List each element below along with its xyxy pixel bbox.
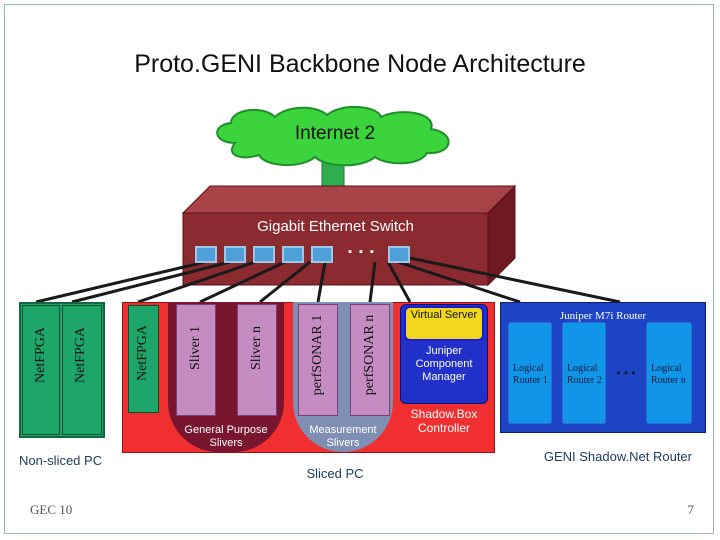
logical-router-box: Logical Router n	[646, 322, 692, 424]
measurement-slivers-caption: Measurement Slivers	[309, 424, 377, 449]
virtual-server-box	[404, 306, 484, 341]
juniper-caption: GENI Shadow.Net Router	[543, 449, 692, 464]
switch-label: Gigabit Ethernet Switch	[257, 218, 414, 235]
sliver-box	[237, 304, 277, 416]
footer-label: GEC 10	[30, 502, 73, 517]
sliced-pc-caption: Sliced PC	[306, 466, 364, 481]
virtual-server-label: Virtual Server	[410, 309, 478, 321]
switch-port	[195, 246, 217, 263]
logical-router-box: Logical Router 2	[562, 322, 606, 424]
netfpga-card	[128, 305, 159, 413]
sliver-box	[350, 304, 390, 416]
sliver-box	[176, 304, 216, 416]
logical-router-label: Logical Router n	[651, 363, 686, 386]
slide-frame	[4, 4, 714, 534]
netfpga-label: NetFPGA	[135, 324, 150, 382]
switch-port	[388, 246, 410, 263]
perfsonar-n-label: perfSONAR n	[362, 314, 377, 396]
switch-port-ellipsis: ▪ ▪ ▪	[348, 246, 376, 258]
non-sliced-pc-caption: Non-sliced PC	[19, 453, 103, 468]
netfpga-card	[62, 305, 102, 435]
switch-port	[253, 246, 275, 263]
page-number: 7	[687, 502, 695, 517]
internet-cloud-icon	[216, 105, 450, 167]
logical-router-label: Logical Router 2	[567, 363, 602, 386]
netfpga-label: NetFPGA	[73, 326, 88, 384]
netfpga-card	[22, 305, 60, 435]
logical-router-label: Logical Router 1	[513, 363, 548, 386]
internet-label: Internet 2	[294, 123, 376, 144]
switch-port	[224, 246, 246, 263]
general-slivers-caption: General Purpose Slivers	[184, 424, 268, 449]
logical-router-box: Logical Router 1	[508, 322, 552, 424]
switch-top-face	[181, 185, 517, 214]
switch-port	[311, 246, 333, 263]
sliver-1-label: Sliver 1	[188, 326, 203, 370]
shadowbox-caption: Shadow.Box Controller	[410, 407, 478, 435]
sliver-n-label: Sliver n	[249, 326, 264, 370]
perfsonar-1-label: perfSONAR 1	[310, 314, 325, 396]
router-ellipsis: • • •	[616, 366, 636, 380]
sliver-box	[298, 304, 338, 416]
switch-port	[282, 246, 304, 263]
juniper-router-title: Juniper M7i Router	[559, 310, 647, 322]
netfpga-label: NetFPGA	[33, 326, 48, 384]
slide-title: Proto.GENI Backbone Node Architecture	[134, 50, 586, 78]
component-manager-label: Juniper Component Manager	[415, 345, 473, 383]
